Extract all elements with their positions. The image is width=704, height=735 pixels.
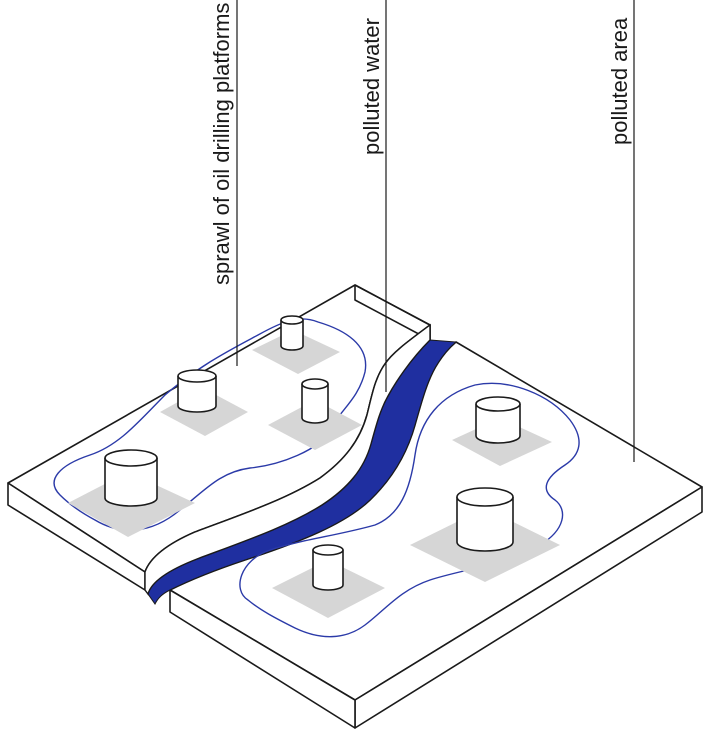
platform-cylinder bbox=[104, 449, 158, 507]
platform-cylinder bbox=[301, 378, 329, 424]
right-slab-front-left bbox=[169, 589, 356, 729]
left-pollution-contour bbox=[53, 318, 367, 531]
pad-3 bbox=[268, 400, 362, 450]
label-sprawl: sprawl of oil drilling platforms bbox=[209, 3, 234, 285]
platform-cylinder bbox=[280, 315, 304, 351]
platforms bbox=[104, 315, 521, 591]
pad-1 bbox=[252, 330, 340, 374]
platform-cylinder bbox=[456, 487, 514, 552]
platform-cylinder bbox=[475, 396, 521, 444]
right-pollution-contour bbox=[239, 382, 580, 638]
platform-cylinder bbox=[312, 544, 344, 591]
label-water: polluted water bbox=[359, 18, 384, 155]
label-area: polluted area bbox=[607, 17, 632, 145]
right-slab bbox=[169, 341, 703, 729]
left-bank-highlight bbox=[144, 323, 431, 596]
platform-cylinder bbox=[177, 369, 217, 413]
